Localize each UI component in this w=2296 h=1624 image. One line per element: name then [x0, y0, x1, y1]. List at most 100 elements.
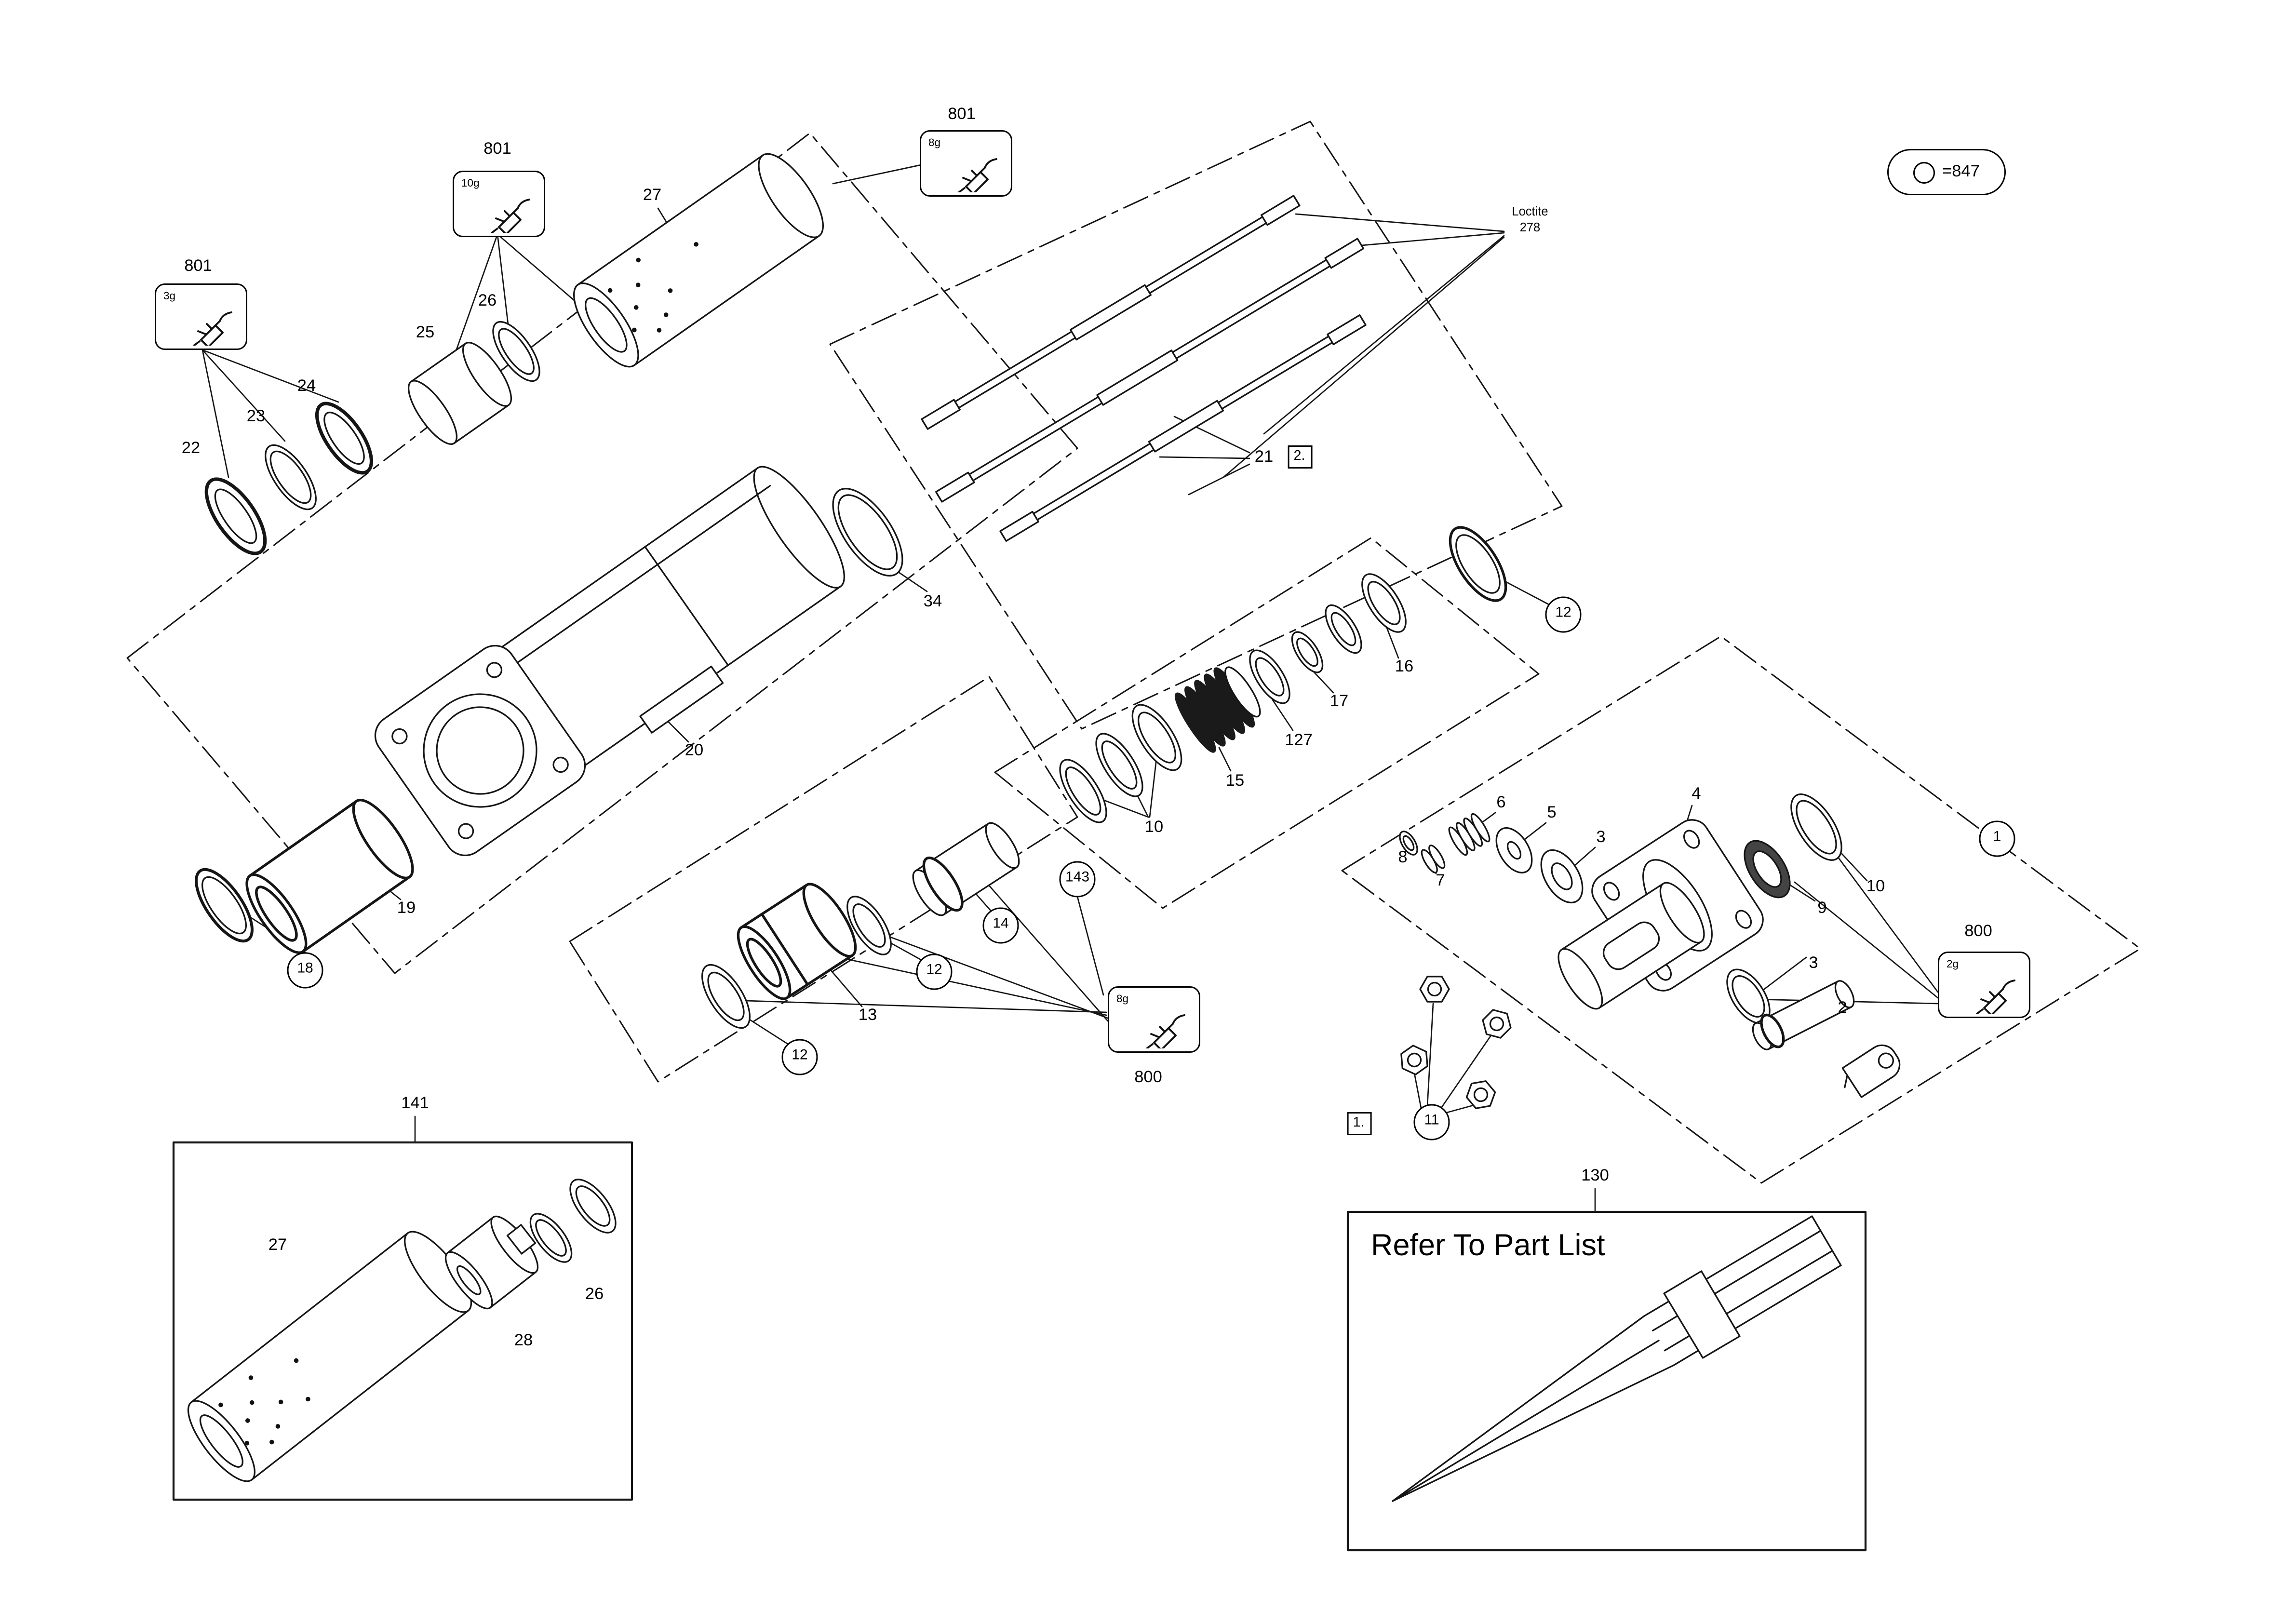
part-26-ring: [492, 321, 540, 382]
part-4-valve-body: [1558, 819, 1764, 1010]
moil-point-tool: [1392, 1215, 1842, 1502]
retainer-clip: [1841, 1044, 1901, 1098]
part-label-10: 10: [1144, 819, 1164, 836]
part-label-12: 12: [1545, 596, 1582, 633]
part-label-9: 9: [1817, 899, 1827, 917]
part-20-cylinder: [374, 466, 846, 857]
part-15-bellows: [1174, 666, 1261, 753]
part-19-bushing: [245, 798, 414, 954]
part-label-17: 17: [1329, 693, 1349, 711]
part-27-accumulator: [573, 153, 824, 368]
part-label-1: 1.: [1347, 1112, 1372, 1135]
loctite-annotation: Loctite 278: [1512, 203, 1548, 234]
grease-callout-box-801-3g: 3g: [155, 283, 247, 350]
part-18-ring: [195, 868, 254, 943]
grease-callout-box-800-8g: 8g: [1108, 986, 1200, 1053]
part-label-3: 3: [1809, 954, 1818, 972]
part-21-tie-rods: [921, 195, 1367, 542]
valve-group: [1399, 793, 1901, 1109]
part-label-19: 19: [397, 899, 416, 917]
grease-callout-box-801-8g: 8g: [920, 130, 1012, 197]
part-7-washer: [1421, 845, 1446, 873]
part-22-seal-ring: [204, 477, 267, 555]
part-25-sleeve: [407, 342, 512, 445]
part-6-spring: [1448, 813, 1490, 856]
legend-badge: =847: [1887, 149, 2006, 195]
part-label-11: 11: [1413, 1104, 1450, 1141]
part-label-26: 26: [585, 1286, 604, 1303]
part-label-801: 801: [483, 140, 511, 158]
part-label-13: 13: [858, 1007, 877, 1024]
part-9-seal: [1744, 840, 1791, 899]
part-2-pin: [1752, 980, 1855, 1050]
part-label-6: 6: [1496, 794, 1506, 812]
grease-tube-icon: [1146, 1014, 1185, 1048]
part-label-8: 8: [1398, 849, 1408, 867]
grease-tube-icon: [1976, 980, 2015, 1014]
grease-callout-box-800-2g: 2g: [1938, 952, 2030, 1018]
grease-amount-label: 10g: [461, 176, 480, 189]
grease-amount-label: 3g: [163, 289, 176, 302]
part-label-22: 22: [181, 440, 201, 457]
part-label-130: 130: [1581, 1167, 1609, 1185]
legend-text: =847: [1942, 163, 1980, 181]
part-label-4: 4: [1692, 785, 1701, 803]
part-10-ring: [1790, 793, 1842, 861]
part-label-3: 3: [1596, 829, 1606, 846]
part-13-bushing: [737, 883, 857, 1000]
grease-tube-icon: [958, 158, 997, 192]
part-label-2: 2.: [1288, 445, 1313, 469]
part-label-141: 141: [401, 1095, 429, 1113]
part-label-15: 15: [1225, 772, 1245, 790]
part-label-34: 34: [923, 593, 942, 611]
part-label-18: 18: [287, 952, 323, 989]
part-label-20: 20: [685, 742, 704, 760]
part-24-seal-ring: [315, 402, 374, 475]
part-label-143: 143: [1059, 861, 1096, 898]
bushing-group: [701, 822, 1020, 1029]
part-14-pin: [912, 822, 1020, 916]
part-label-24: 24: [297, 377, 316, 395]
part-label-23: 23: [246, 408, 266, 426]
part-label-14: 14: [982, 907, 1019, 944]
part-label-16: 16: [1395, 658, 1414, 676]
part-label-1: 1: [1979, 820, 2015, 857]
grease-amount-label: 8g: [1116, 992, 1129, 1005]
part-3-washer: [1540, 849, 1584, 904]
part-11-nuts: [1400, 976, 1512, 1109]
part-label-127: 127: [1285, 732, 1313, 750]
part-label-21: 21: [1254, 448, 1274, 466]
grease-amount-label: 8g: [928, 136, 941, 149]
grease-callout-box-801-10g: 10g: [453, 171, 545, 237]
part-label-7: 7: [1436, 872, 1445, 890]
grease-tube-icon: [193, 311, 232, 346]
grease-amount-label: 2g: [1947, 957, 1959, 970]
part-label-27: 27: [643, 187, 662, 204]
part-label-27: 27: [268, 1236, 287, 1254]
part-3b-ring: [1726, 968, 1771, 1024]
part-5-disc: [1495, 827, 1533, 874]
refer-to-part-list-text: Refer To Part List: [1371, 1229, 1605, 1262]
part-8-ring: [1399, 831, 1418, 856]
part-23-ring: [265, 444, 317, 510]
part-label-10: 10: [1866, 878, 1885, 896]
part-34-ring: [832, 488, 903, 577]
part-label-801: 801: [184, 257, 212, 275]
part-label-26: 26: [478, 292, 497, 310]
part-label-12: 12: [916, 953, 953, 990]
part-28-piston: [444, 1215, 539, 1310]
part-label-25: 25: [416, 324, 435, 342]
grease-tube-icon: [491, 199, 530, 233]
seal-set: [1059, 526, 1507, 823]
part-label-5: 5: [1547, 804, 1557, 822]
part-label-28: 28: [514, 1332, 533, 1350]
part-label-800: 800: [1134, 1069, 1162, 1087]
kit-141-contents: [187, 1179, 617, 1482]
part-label-2: 2: [1838, 999, 1847, 1017]
part-label-12: 12: [781, 1039, 818, 1075]
part-27b-cylinder: [187, 1231, 472, 1482]
part-label-801: 801: [948, 106, 976, 123]
